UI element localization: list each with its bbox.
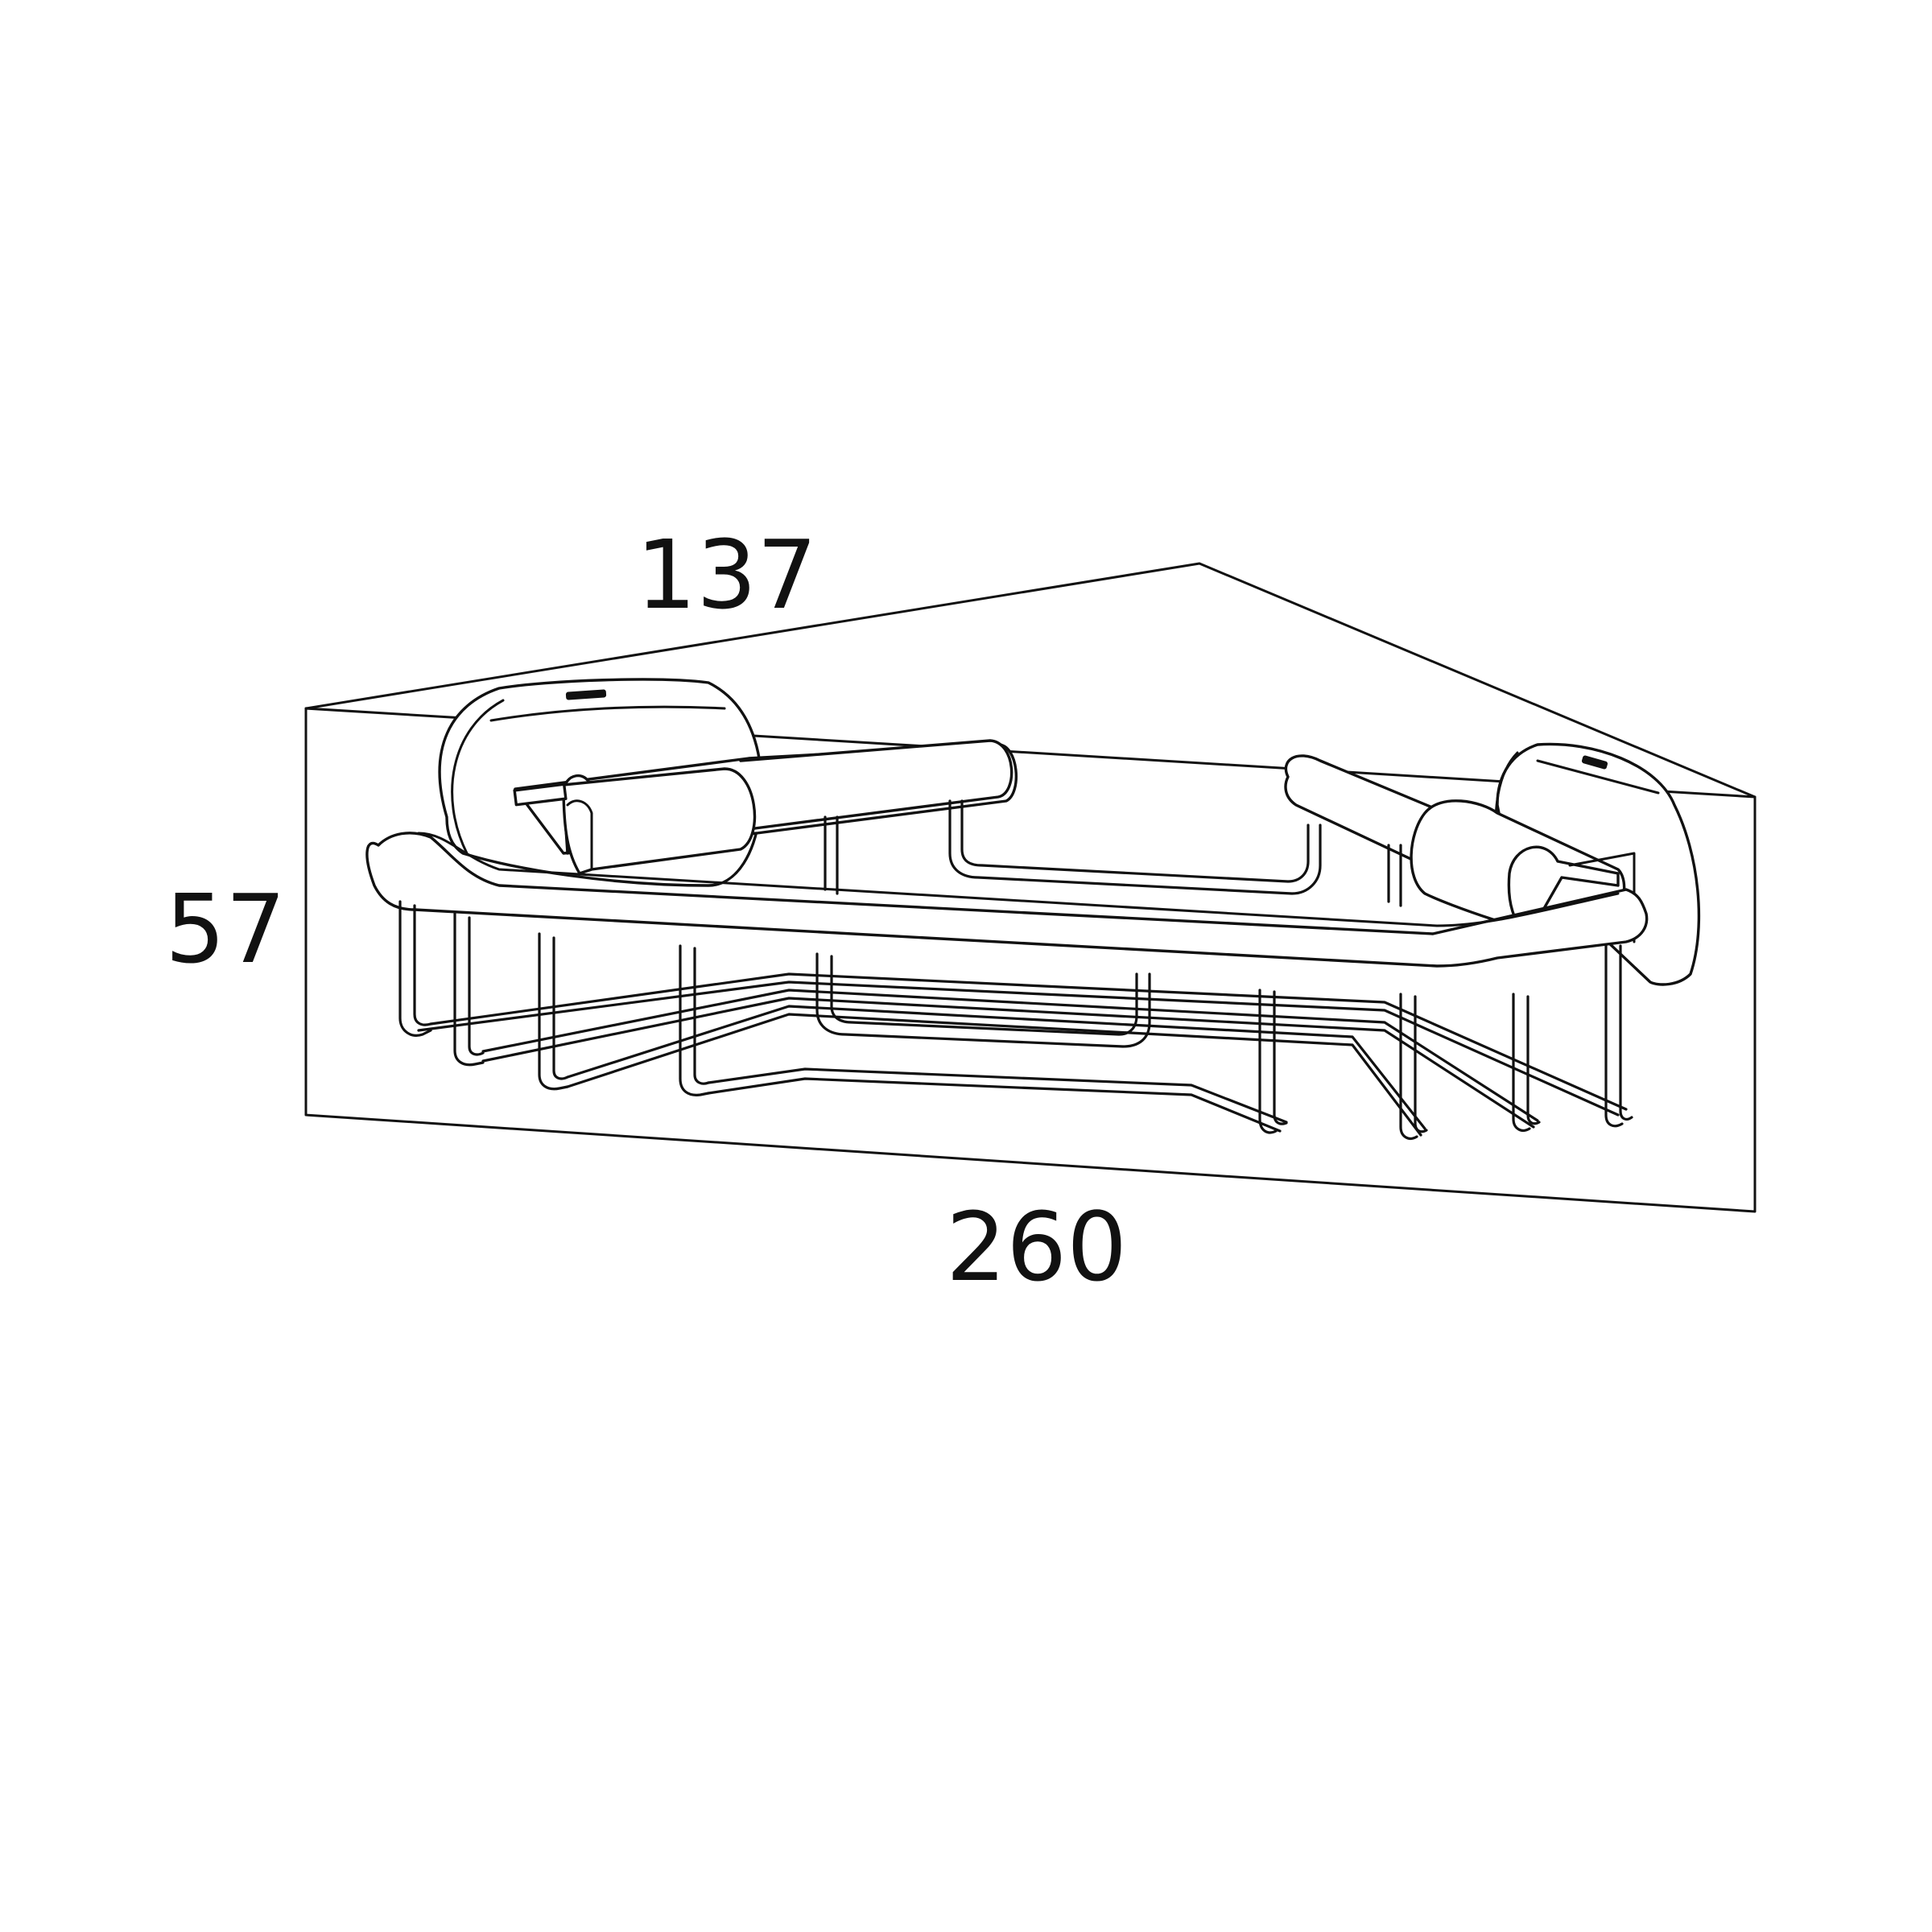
basket-top-rail [365,832,1649,968]
basket-bottom-wires [417,972,1628,1137]
basket-back-loop [824,799,1402,907]
dimension-depth-label: 137 [636,519,818,630]
dimension-width-label: 260 [946,1191,1128,1302]
left-bracket-arm [513,739,1018,875]
dimension-height-label: 57 [165,873,287,985]
